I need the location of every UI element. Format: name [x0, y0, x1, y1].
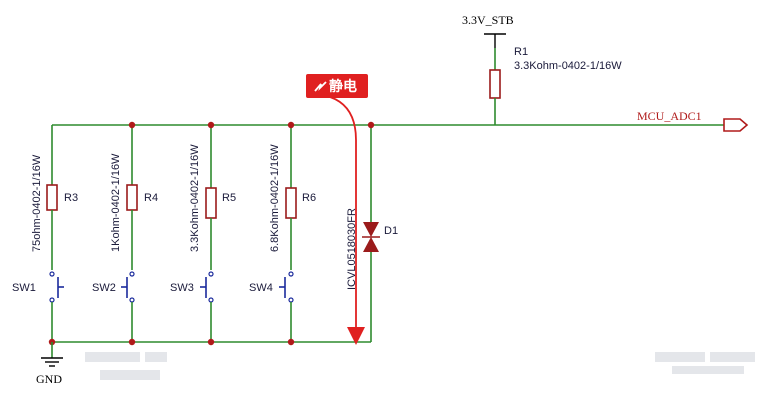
- sw4-ref: SW4: [249, 282, 273, 294]
- branch-2: R4 1Kohm-0402-1/16W SW2: [92, 125, 158, 342]
- ground-symbol: GND: [36, 342, 63, 386]
- ground-label: GND: [36, 372, 62, 386]
- esd-tag-text: 静电: [329, 78, 357, 94]
- r1-ref: R1: [514, 46, 528, 58]
- net-port-mcu-adc1: MCU_ADC1: [637, 109, 749, 132]
- r4-value: 1Kohm-0402-1/16W: [110, 153, 122, 252]
- diode-d1: D1 ICVL0518030FR: [346, 125, 398, 342]
- power-symbol: 3.3V_STB: [462, 13, 514, 48]
- r5-ref: R5: [222, 192, 236, 204]
- branch-1: R3 75ohm-0402-1/16W SW1: [12, 125, 78, 342]
- lightning-icon: [314, 81, 327, 92]
- r3-ref: R3: [64, 192, 78, 204]
- d1-ref: D1: [384, 225, 398, 237]
- r5-value: 3.3Kohm-0402-1/16W: [189, 144, 201, 252]
- sw1-ref: SW1: [12, 282, 36, 294]
- sw3-ref: SW3: [170, 282, 194, 294]
- esd-path-arrow: [329, 96, 365, 345]
- junction-nodes: [48, 121, 375, 346]
- branch-4: R6 6.8Kohm-0402-1/16W SW4: [249, 125, 316, 342]
- r4-ref: R4: [144, 192, 158, 204]
- power-label: 3.3V_STB: [462, 13, 514, 27]
- net-label: MCU_ADC1: [637, 109, 702, 123]
- r1-value: 3.3Kohm-0402-1/16W: [514, 60, 622, 72]
- d1-part: ICVL0518030FR: [346, 208, 358, 290]
- branch-3: R5 3.3Kohm-0402-1/16W SW3: [170, 125, 236, 342]
- resistor-r1: R1 3.3Kohm-0402-1/16W: [489, 46, 622, 125]
- r6-ref: R6: [302, 192, 316, 204]
- sw2-ref: SW2: [92, 282, 116, 294]
- r6-value: 6.8Kohm-0402-1/16W: [269, 144, 281, 252]
- r3-value: 75ohm-0402-1/16W: [31, 154, 43, 252]
- watermark-blur: [85, 352, 755, 380]
- esd-tag: 静电: [306, 74, 368, 98]
